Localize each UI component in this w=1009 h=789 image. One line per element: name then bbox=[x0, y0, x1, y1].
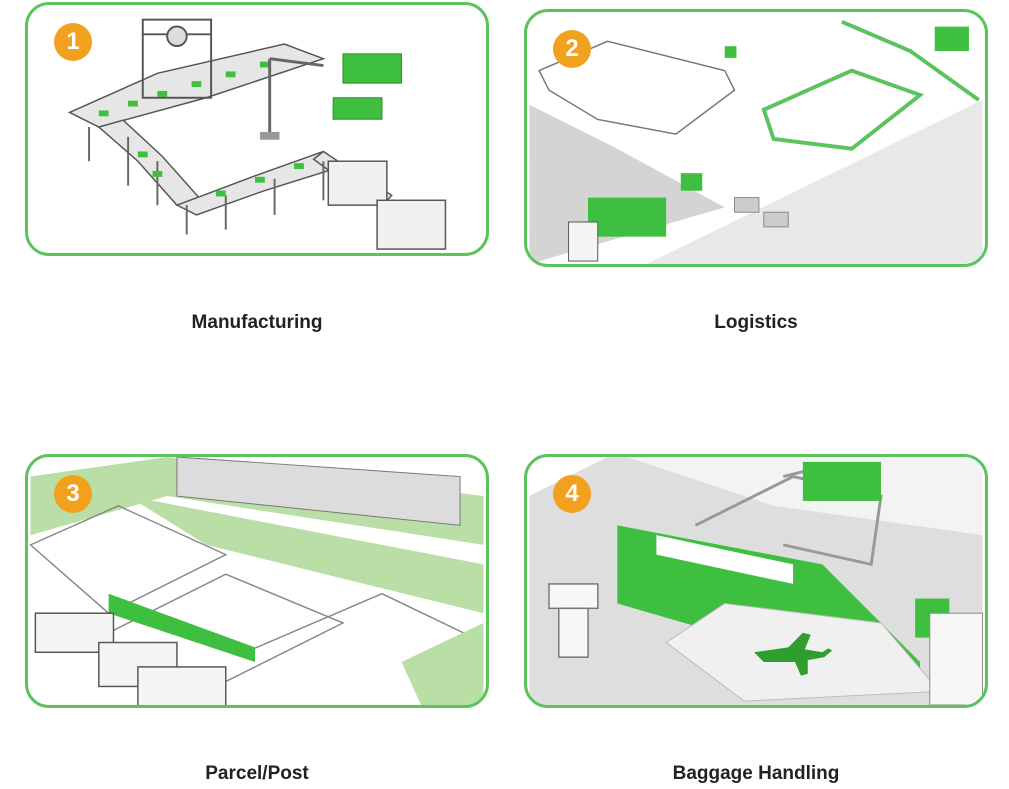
caption-baggage-handling: Baggage Handling bbox=[672, 763, 840, 784]
caption-logistics: Logistics bbox=[714, 312, 798, 333]
baggage-illustration bbox=[529, 457, 984, 705]
badge-1: 1 bbox=[54, 23, 92, 61]
parcel-post-illustration bbox=[29, 457, 484, 705]
card-logistics[interactable]: 2 bbox=[524, 9, 988, 267]
card-baggage-handling[interactable]: 4 bbox=[524, 454, 988, 708]
badge-3: 3 bbox=[54, 475, 92, 513]
airplane-icon bbox=[754, 632, 833, 676]
card-manufacturing[interactable]: 1 bbox=[25, 2, 489, 256]
caption-parcel-post: Parcel/Post bbox=[205, 763, 309, 784]
badge-4: 4 bbox=[553, 475, 591, 513]
badge-2: 2 bbox=[553, 30, 591, 68]
card-parcel-post[interactable]: 3 bbox=[25, 454, 489, 708]
caption-manufacturing: Manufacturing bbox=[191, 312, 323, 333]
manufacturing-illustration bbox=[67, 18, 447, 250]
logistics-illustration bbox=[529, 19, 983, 264]
